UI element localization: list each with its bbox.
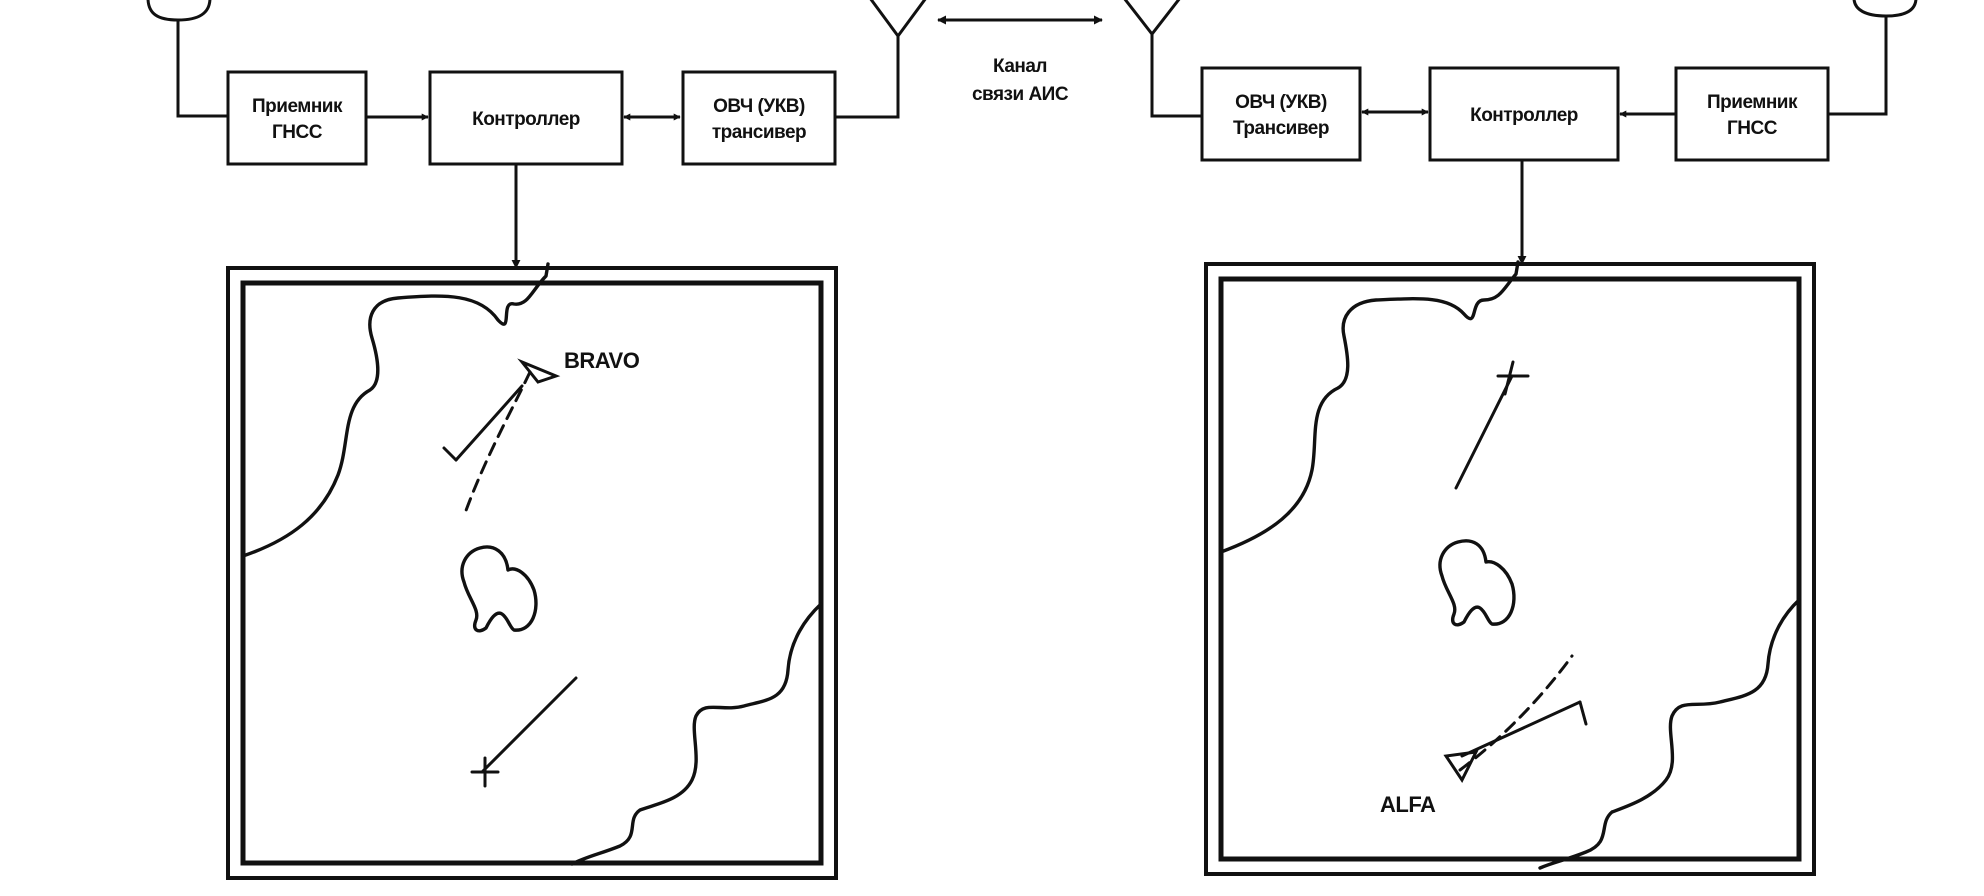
- left-coastline-top: [241, 262, 550, 558]
- right-target-symbol: [1454, 360, 1530, 490]
- left-island: [460, 545, 538, 633]
- right-display: ALFA: [1204, 260, 1816, 876]
- right-transceiver-label-1: ОВЧ (УКВ): [1235, 92, 1327, 113]
- right-gnss-antenna-wire: [1828, 16, 1888, 116]
- left-own-ship-symbol: [470, 676, 578, 788]
- left-transceiver-box: ОВЧ (УКВ) трансивер: [681, 70, 837, 166]
- left-transceiver-label-2: трансивер: [712, 122, 806, 143]
- left-coastline-bottom: [570, 602, 823, 866]
- right-vhf-antenna-wire: [1150, 34, 1202, 118]
- left-controller-box: Контроллер: [428, 70, 624, 166]
- right-coastline-top: [1219, 260, 1520, 554]
- left-transceiver-label-1: ОВЧ (УКВ): [713, 96, 805, 117]
- left-gnss-antenna-wire: [176, 20, 228, 118]
- right-island: [1438, 539, 1516, 627]
- right-coastline-bottom: [1538, 598, 1801, 870]
- left-gnss-receiver-label-2: ГНСС: [272, 122, 323, 143]
- left-controller-label: Контроллер: [472, 109, 580, 130]
- ais-channel-label-1: Канал: [993, 56, 1047, 77]
- ais-channel-label-2: связи АИС: [972, 84, 1069, 105]
- right-gnss-receiver-label-2: ГНСС: [1727, 118, 1778, 139]
- right-target-label: ALFA: [1380, 792, 1436, 817]
- left-gnss-receiver-label-1: Приемник: [252, 96, 343, 117]
- right-gnss-receiver-label-1: Приемник: [1707, 92, 1798, 113]
- right-transceiver-label-2: Трансивер: [1233, 118, 1329, 139]
- left-display: BRAVO: [226, 262, 838, 880]
- left-target-bravo-symbol: [442, 358, 561, 518]
- left-vhf-antenna-wire: [835, 36, 900, 119]
- right-own-ship-alfa-symbol: [1443, 654, 1588, 783]
- left-station: Приемник ГНСС Контроллер ОВЧ (УКВ) транс…: [146, 0, 927, 880]
- left-gnss-antenna-icon: [146, 0, 212, 22]
- right-controller-box: Контроллер: [1428, 66, 1620, 162]
- right-gnss-receiver-box: Приемник ГНСС: [1674, 66, 1830, 162]
- left-target-label: BRAVO: [564, 348, 640, 373]
- right-gnss-antenna-icon: [1852, 0, 1918, 18]
- right-controller-label: Контроллер: [1470, 105, 1578, 126]
- right-transceiver-box: ОВЧ (УКВ) Трансивер: [1200, 66, 1362, 162]
- right-station: ОВЧ (УКВ) Трансивер Контроллер Приемник …: [1123, 0, 1918, 876]
- left-vhf-antenna-icon: [869, 0, 927, 39]
- ais-channel: Канал связи АИС: [937, 15, 1103, 105]
- right-vhf-antenna-icon: [1123, 0, 1181, 37]
- left-gnss-receiver-box: Приемник ГНСС: [226, 70, 368, 166]
